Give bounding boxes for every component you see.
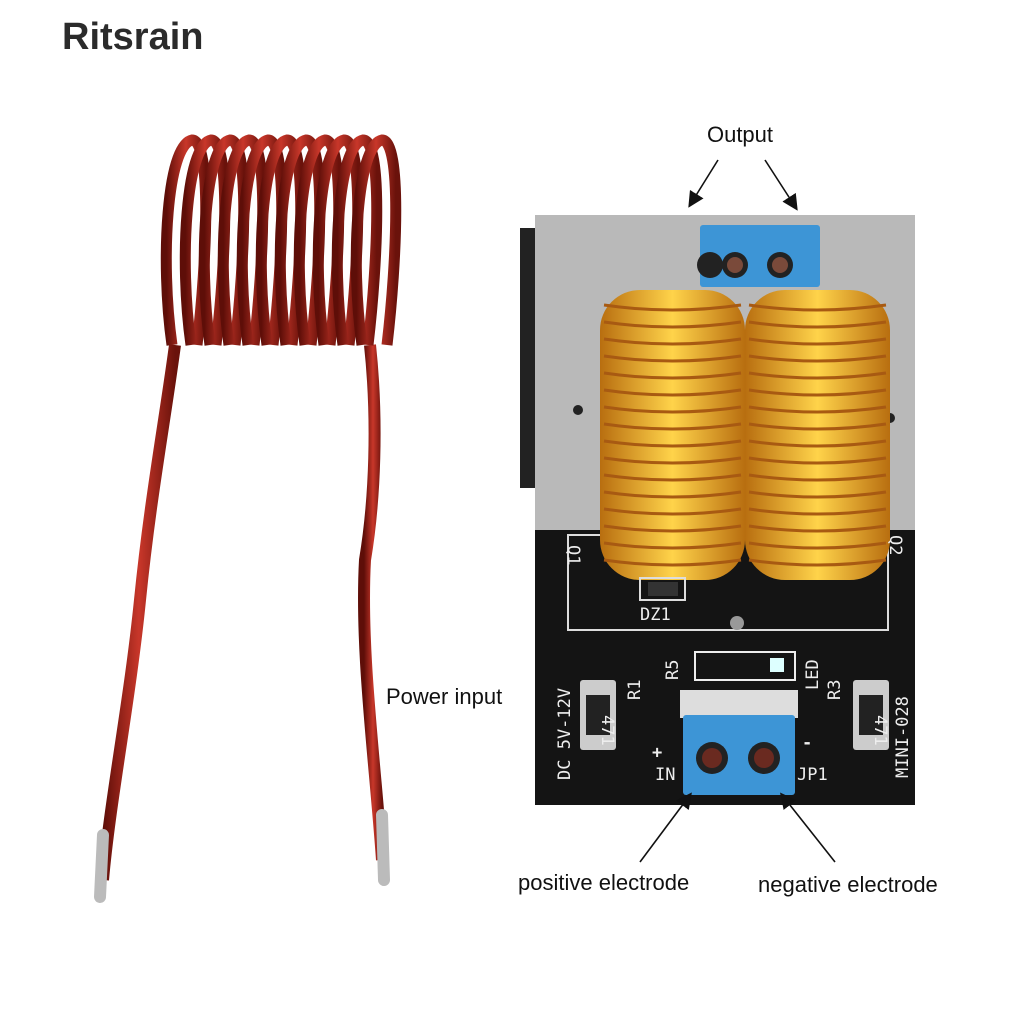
copper-winding [603, 490, 742, 499]
copper-winding [748, 371, 887, 380]
coil-turn [350, 134, 402, 346]
positive-electrode-label: positive electrode [518, 870, 689, 895]
copper-winding [748, 303, 887, 312]
brand-logo: Ritsrain [62, 16, 204, 58]
silk-r1: R1 [625, 680, 645, 700]
copper-winding [748, 473, 887, 482]
silk-q1: Q1 [563, 545, 583, 565]
zvs-driver-board: 471 471 Q1 Q2 DZ1 R5 LED R1 R3 DC 5V-12V… [520, 215, 915, 805]
res-code-r3: 471 [870, 715, 890, 746]
copper-winding [603, 473, 742, 482]
copper-winding [603, 303, 742, 312]
power-input-terminal-block [680, 690, 798, 795]
copper-winding [748, 388, 887, 397]
copper-coil [94, 134, 402, 903]
copper-winding [748, 320, 887, 329]
copper-winding [748, 456, 887, 465]
silk-r3: R3 [825, 680, 845, 700]
copper-winding [748, 405, 887, 414]
copper-winding [748, 507, 887, 516]
silk-model: MINI-028 [893, 696, 913, 778]
copper-winding [603, 371, 742, 380]
toroid-inductor-right [745, 290, 890, 580]
copper-winding [603, 456, 742, 465]
output-arrow-left [688, 159, 719, 208]
silk-jp1: JP1 [797, 765, 828, 785]
silk-r5: R5 [663, 660, 683, 680]
output-label: Output [707, 122, 773, 147]
copper-winding [603, 320, 742, 329]
coil-turn [331, 134, 383, 346]
copper-winding [603, 388, 742, 397]
copper-winding [603, 337, 742, 346]
negative-electrode-label: negative electrode [758, 872, 938, 897]
res-code-r1: 471 [597, 715, 617, 746]
copper-winding [603, 558, 742, 567]
positive-arrow [639, 792, 692, 863]
copper-winding [603, 405, 742, 414]
silk-in: IN [655, 765, 675, 785]
copper-winding [748, 558, 887, 567]
silk-minus: - [802, 733, 812, 753]
silk-dz1: DZ1 [640, 605, 671, 625]
output-terminal-block [697, 225, 820, 287]
copper-winding [603, 507, 742, 516]
silk-q2: Q2 [885, 535, 905, 555]
negative-arrow [780, 792, 836, 863]
copper-winding [603, 354, 742, 363]
copper-winding [748, 439, 887, 448]
copper-winding [748, 337, 887, 346]
power-input-label: Power input [386, 684, 502, 709]
silk-dc-voltage: DC 5V-12V [555, 688, 575, 780]
copper-winding [748, 541, 887, 550]
copper-winding [603, 524, 742, 533]
copper-winding [748, 354, 887, 363]
copper-winding [603, 422, 742, 431]
output-arrow-right [764, 159, 798, 211]
copper-winding [748, 524, 887, 533]
copper-winding [748, 422, 887, 431]
silk-led: LED [803, 659, 823, 690]
copper-winding [603, 439, 742, 448]
toroid-inductor-left [600, 290, 745, 580]
silk-plus: + [652, 743, 662, 763]
copper-winding [748, 490, 887, 499]
copper-winding [603, 541, 742, 550]
